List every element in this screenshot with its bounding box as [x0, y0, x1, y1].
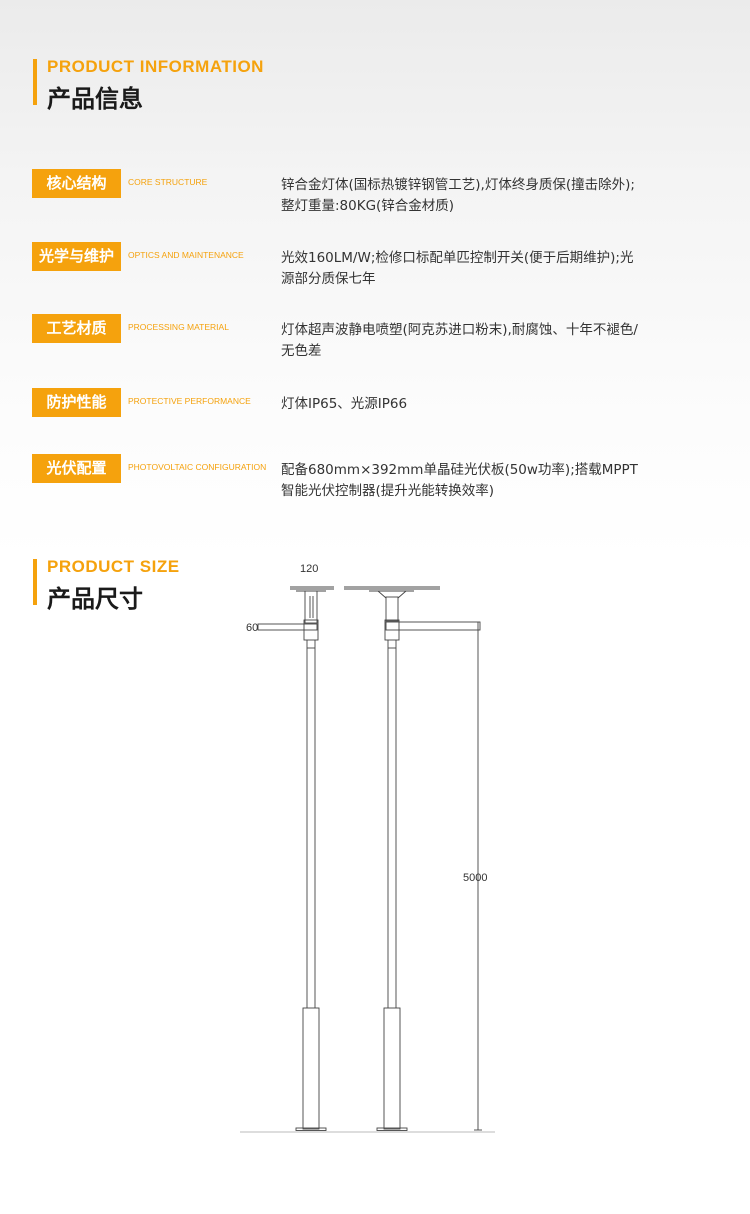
info-description: 灯体IP65、光源IP66: [281, 396, 408, 412]
info-description: 灯体超声波静电喷塑(阿克苏进口粉末),耐腐蚀、十年不褪色/无色差: [281, 322, 638, 359]
product-info-title-cn: 产品信息: [47, 85, 143, 113]
pole-joint: [384, 619, 400, 641]
pole-front-view: [344, 586, 481, 1131]
info-label-en: PROTECTIVE PERFORMANCE: [128, 396, 251, 406]
pole-flange: [376, 1127, 408, 1131]
bracket-struts: [377, 590, 407, 599]
heading-accent-bar: [33, 559, 37, 605]
info-tag: 工艺材质: [32, 314, 121, 343]
product-size-title-en: PRODUCT SIZE: [47, 557, 180, 576]
info-label-en: OPTICS AND MAINTENANCE: [128, 250, 244, 260]
info-label-en: CORE STRUCTURE: [128, 177, 208, 187]
info-description: 配备680mm×392mm单晶硅光伏板(50w功率);搭载MPPT智能光伏控制器…: [281, 462, 638, 499]
pole-base-section: [383, 1007, 401, 1130]
pole-side-view: [257, 586, 334, 1131]
product-info-title-en: PRODUCT INFORMATION: [47, 57, 264, 76]
info-tag: 光学与维护: [32, 242, 121, 271]
product-size-title-cn: 产品尺寸: [47, 585, 143, 613]
info-label-en: PHOTOVOLTAIC CONFIGURATION: [128, 462, 267, 472]
dim-label-arm: 60: [246, 622, 258, 634]
front-arm: [385, 621, 481, 631]
lamp-head: [304, 590, 318, 624]
info-tag: 核心结构: [32, 169, 121, 198]
heading-accent-bar: [33, 59, 37, 105]
dim-label-width: 120: [300, 563, 318, 575]
pole-joint: [303, 619, 319, 641]
lamp-head: [385, 596, 399, 622]
info-description: 锌合金灯体(国标热镀锌钢管工艺),灯体终身质保(撞击除外);整灯重量:80KG(…: [281, 177, 635, 214]
info-description: 光效160LM/W;检修口标配单匹控制开关(便于后期维护);光源部分质保七年: [281, 250, 634, 287]
pole-dimension-drawing: 120 60 5000: [240, 563, 495, 1133]
dimension-lines: [240, 622, 495, 1133]
info-tag: 防护性能: [32, 388, 121, 417]
side-arm: [257, 623, 318, 631]
info-label-en: PROCESSING MATERIAL: [128, 322, 229, 332]
info-tag: 光伏配置: [32, 454, 121, 483]
pole-flange: [295, 1127, 327, 1131]
dim-label-height: 5000: [463, 872, 487, 884]
pole-base-section: [302, 1007, 320, 1130]
